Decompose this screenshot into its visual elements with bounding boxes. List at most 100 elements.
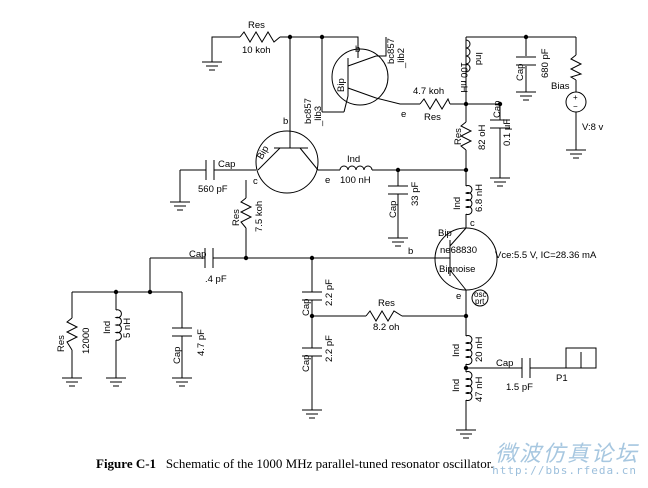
ind-20-value: 20 nH	[474, 337, 485, 362]
ind-100-mid-icon	[339, 165, 373, 171]
ind-47-title: Ind	[451, 379, 462, 392]
res-4-7k-icon	[419, 97, 451, 110]
ind-6-8-title: Ind	[452, 197, 463, 210]
q1-title: Bip	[438, 228, 452, 239]
ground-icon	[202, 61, 222, 71]
cap-4-7-title: Cap	[172, 347, 183, 364]
bip2-lib: _lib2	[396, 48, 407, 69]
port-p1-label: P1	[556, 373, 568, 384]
ground-icon	[62, 377, 82, 387]
ind-mid-title: Ind	[347, 154, 360, 165]
res-4-7k-value: 4.7 koh	[413, 86, 444, 97]
ind-20-icon	[464, 335, 473, 365]
transistor-lib2	[331, 48, 389, 113]
ind-6-8-value: 6.8 nH	[474, 184, 485, 212]
cap-1-5-icon	[521, 358, 531, 378]
q1-operating-point: Vce:5.5 V, IC=28.36 mA	[495, 250, 597, 261]
bias-value: V:8 v	[582, 122, 604, 133]
res-82-title: Res	[453, 128, 464, 145]
cap-1-5-value: 1.5 pF	[506, 382, 533, 393]
cap-680-title: Cap	[515, 64, 526, 81]
cap-01u-icon	[490, 119, 510, 129]
res-8-2-icon	[365, 310, 403, 322]
cap-560-value: 560 pF	[198, 184, 228, 195]
wires	[71, 36, 577, 430]
ground-icon	[566, 149, 586, 159]
ind-mid-value: 100 nH	[340, 175, 371, 186]
res-10k-value: 10 koh	[242, 45, 271, 56]
cap-2-2b-value: 2.2 pF	[324, 335, 335, 362]
res-12000-value: 12000	[81, 328, 92, 354]
bip2-pin-e: e	[401, 109, 406, 120]
transistor-lib3	[255, 130, 319, 194]
ind-47-icon	[464, 371, 473, 401]
cap-1-5-title: Cap	[496, 358, 513, 369]
cap-04-value: .4 pF	[205, 274, 227, 285]
watermark-url: http://bbs.rfeda.cn	[492, 464, 637, 477]
bip3-pin-b: b	[283, 116, 288, 127]
ground-icon	[170, 201, 190, 211]
bip3-pin-e: e	[325, 175, 330, 186]
ind-20-title: Ind	[451, 344, 462, 357]
q1-pin-c: c	[470, 218, 475, 229]
ground-icon	[516, 91, 536, 101]
cap-4-7-icon	[172, 327, 192, 337]
cap-2-2b-title: Cap	[301, 355, 312, 372]
res-82-value: 82 oH	[477, 125, 488, 150]
cap-680-icon	[516, 56, 536, 66]
component-labels: Res 10 koh Bip bc857 _lib2 b e Bip bc857…	[56, 20, 604, 402]
transistor-ne68830	[434, 227, 498, 291]
res-12000-title: Res	[56, 335, 67, 352]
res-4-7k-title: Res	[424, 112, 441, 123]
res-10k-title: Res	[248, 20, 265, 31]
junction-dots	[113, 34, 529, 371]
watermark-chinese: 微波仿真论坛	[494, 442, 639, 467]
ground-icon	[456, 429, 476, 439]
cap-33-value: 33 pF	[410, 182, 421, 206]
res-8-2-value: 8.2 oh	[373, 322, 399, 333]
cap-2-2b-icon	[302, 347, 322, 357]
ground-icon	[490, 177, 510, 187]
cap-04-title: Cap	[189, 249, 206, 260]
q1-model: Bipnoise	[439, 264, 475, 275]
res-8-2-title: Res	[378, 298, 395, 309]
cap-01u-value: 0.1 μF	[502, 119, 513, 146]
osc-label: osc	[474, 290, 486, 299]
res-7-5k-title: Res	[231, 209, 242, 226]
bip2-name: bc857	[386, 38, 397, 64]
ind-100-top-icon	[465, 39, 471, 73]
cap-01u-title: Cap	[492, 101, 503, 118]
osc-sub: prt	[475, 297, 485, 306]
ind-100-top-title: Ind	[473, 52, 484, 65]
osc-probe	[471, 289, 489, 307]
resistor-symbols	[65, 31, 583, 351]
q1-pin-b: b	[408, 246, 413, 257]
ind-5-value: 5 nH	[122, 318, 133, 338]
bias-title: Bias	[551, 81, 570, 92]
ind-5-title: Ind	[102, 321, 113, 334]
bias-plus: +	[573, 93, 578, 102]
ground-icon	[172, 377, 192, 387]
ground-icon	[302, 409, 322, 419]
figure-number: Figure C-1	[96, 456, 157, 471]
cap-04-icon	[204, 248, 214, 268]
cap-33-title: Cap	[388, 201, 399, 218]
cap-560-icon	[205, 160, 215, 180]
ground-icon	[388, 237, 408, 247]
bias-source	[565, 91, 587, 113]
bip3-lib: _lib3	[313, 106, 324, 127]
bip2-title: Bip	[336, 78, 347, 92]
figure-caption: Figure C-1 Schematic of the 1000 MHz par…	[96, 456, 636, 474]
cap-2-2a-value: 2.2 pF	[324, 279, 335, 306]
cap-33-icon	[388, 185, 408, 195]
ground-symbols	[62, 61, 586, 439]
watermark: 微波仿真论坛 http://bbs.rfeda.cn	[470, 436, 645, 484]
bip3-name: bc857	[303, 98, 314, 124]
inductor-symbols	[114, 39, 473, 401]
cap-2-2a-icon	[302, 291, 322, 301]
port-p1	[565, 347, 597, 369]
bip3-pin-c: c	[253, 176, 258, 187]
ind-47-value: 47 nH	[474, 377, 485, 402]
res-12000-icon	[65, 317, 79, 351]
